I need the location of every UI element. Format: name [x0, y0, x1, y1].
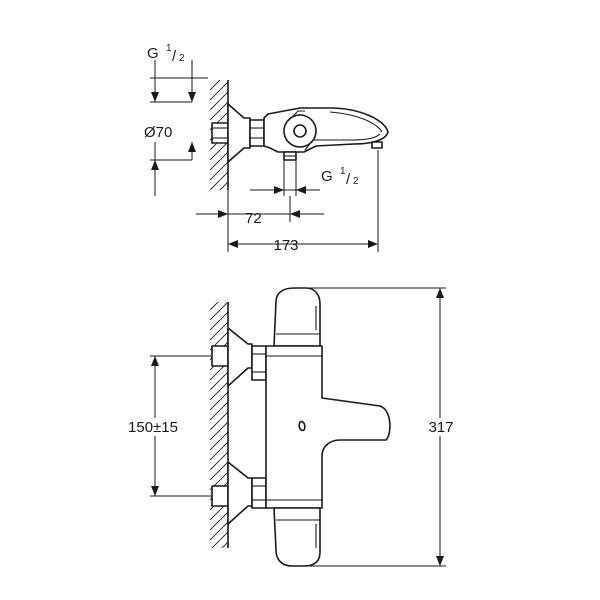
front-view: 150±15 317: [112, 287, 462, 567]
inlet-nipple-upper: [211, 345, 229, 367]
flow-handle: [273, 507, 321, 567]
dim-label-150: 150±15: [128, 419, 178, 436]
outlet-mark: [298, 420, 306, 432]
thread-label-top-den: 2: [179, 53, 185, 64]
escutcheon-side: [227, 103, 251, 163]
temperature-handle: [273, 287, 321, 347]
dim-label-317: 317: [428, 419, 453, 436]
inlet-nipple-lower: [211, 485, 229, 507]
thread-label-top: G: [147, 45, 159, 62]
side-view: G 1 / 2 Ø70 G 1 / 2 72 173: [144, 43, 389, 254]
svg-text:/: /: [346, 171, 351, 188]
union-nut-side: [249, 119, 265, 147]
union-nut-lower: [251, 477, 267, 509]
spout-tip-side: [371, 141, 383, 149]
inlet-nipple-side: [211, 122, 229, 144]
union-nut-upper: [251, 345, 267, 381]
thread-label-bottom: G: [321, 168, 333, 185]
thread-label-top-num: 1: [166, 43, 172, 54]
escutcheon-upper: [227, 327, 253, 387]
dim-label-72: 72: [245, 210, 262, 227]
mixer-body-side: [263, 107, 389, 153]
escutcheon-lower: [227, 461, 253, 525]
dim-label-173: 173: [273, 237, 298, 254]
thread-label-bottom-den: 2: [353, 176, 359, 187]
svg-text:/: /: [172, 48, 177, 65]
thread-label-bottom-num: 1: [340, 166, 346, 177]
mixer-body-front: [265, 345, 391, 509]
diameter-label: Ø70: [144, 124, 172, 141]
wall-hatch-front: [210, 302, 228, 548]
